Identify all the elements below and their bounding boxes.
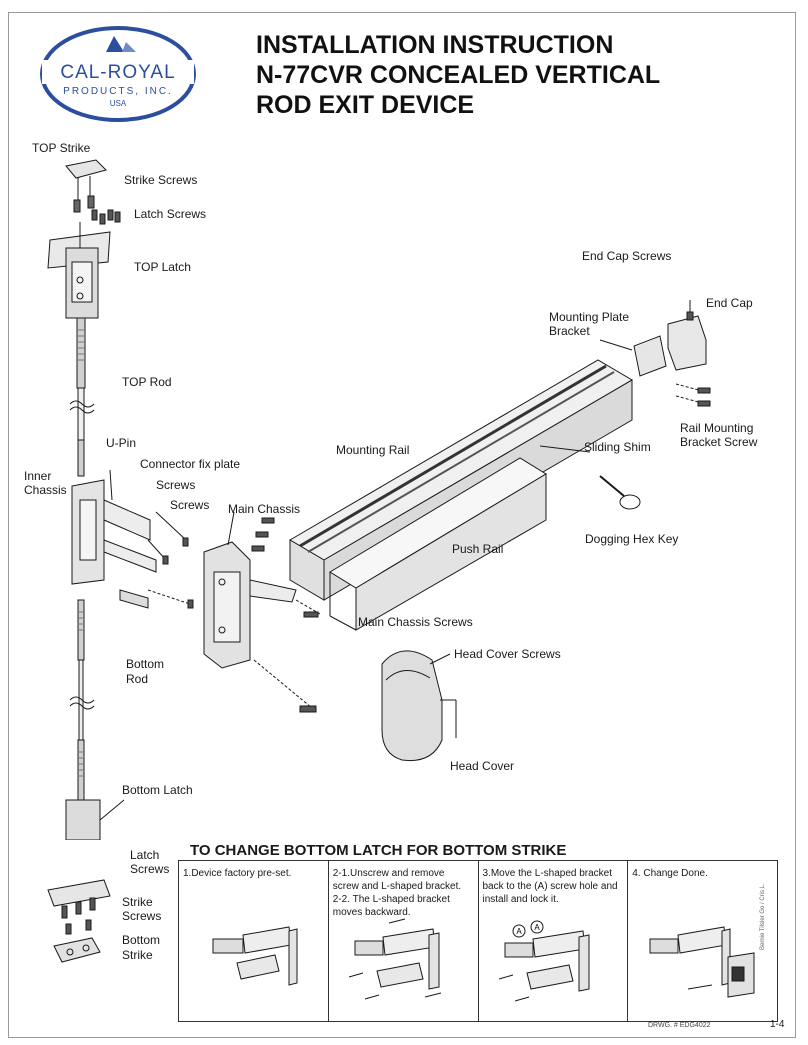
label-strike-screws-b-2: Screws — [122, 909, 162, 923]
label-end-cap: End Cap — [706, 296, 753, 310]
callout-a-2: A — [534, 923, 540, 932]
title-line-3: ROD EXIT DEVICE — [256, 91, 475, 119]
label-bottom-latch: Bottom Latch — [122, 783, 193, 797]
step-2-illustration — [348, 918, 441, 1000]
step-3: 3.Move the L-shaped bracket back to the … — [479, 861, 629, 1021]
step-4-illustration — [649, 926, 755, 998]
page-title: INSTALLATION INSTRUCTION N-77CVR CONCEAL… — [256, 30, 660, 120]
dogging-hex-key-part — [599, 475, 641, 510]
step-1-illustration — [212, 926, 298, 986]
mounting-plate-bracket-part — [599, 335, 711, 407]
exploded-view-drawing — [47, 159, 711, 840]
logo-brand: CAL-ROYAL — [60, 62, 175, 83]
top-strike-part — [65, 159, 107, 213]
label-u-pin: U-Pin — [106, 436, 137, 450]
label-bottom-rod-1: Bottom — [126, 657, 165, 671]
top-latch-part — [47, 222, 111, 319]
mounting-rail-part — [289, 359, 633, 631]
label-end-cap-screws: End Cap Screws — [582, 249, 672, 263]
label-mounting-plate-2: Bracket — [549, 324, 590, 338]
label-connector-fix-plate: Connector fix plate — [140, 457, 241, 471]
top-rod-part — [69, 317, 95, 477]
company-logo: CAL-ROYAL PRODUCTS, INC. USA — [40, 26, 196, 122]
label-top-strike: TOP Strike — [32, 141, 91, 155]
label-latch-screws-b-1: Latch — [130, 848, 160, 862]
page-number: 1-4 — [770, 1019, 785, 1030]
title-line-2: N-77CVR CONCEALED VERTICAL — [256, 61, 661, 89]
step-4-text: 4. Change Done. — [632, 868, 708, 879]
label-screws-1: Screws — [156, 478, 196, 492]
drawing-number: DRWG. # EDG4022 — [648, 1022, 711, 1029]
label-inner-chassis-1: Inner — [24, 469, 52, 483]
page-border — [8, 12, 796, 1038]
bottom-strike-drawing — [47, 879, 111, 963]
callout-a-1: A — [516, 927, 522, 936]
label-latch-screws: Latch Screws — [134, 207, 207, 221]
step-2-text: 2-1.Unscrew and remove screw and L-shape… — [332, 868, 462, 918]
label-bottom-strike-1: Bottom — [122, 933, 161, 947]
label-latch-screws-b-2: Screws — [130, 862, 170, 876]
label-push-rail: Push Rail — [452, 542, 504, 556]
head-cover-part — [381, 650, 457, 762]
latch-screws-part — [91, 209, 121, 225]
change-section-title: TO CHANGE BOTTOM LATCH FOR BOTTOM STRIKE — [190, 842, 567, 859]
step-3-illustration: A A — [498, 920, 589, 1002]
label-head-cover-screws: Head Cover Screws — [454, 647, 561, 661]
label-head-cover: Head Cover — [450, 759, 515, 773]
sliding-shim-part — [539, 445, 591, 453]
logo-sub: PRODUCTS, INC. — [63, 86, 173, 97]
label-screws-2: Screws — [170, 498, 210, 512]
logo-country: USA — [110, 99, 127, 108]
label-strike-screws: Strike Screws — [124, 173, 198, 187]
inner-chassis-part — [71, 469, 194, 609]
step-1-text: 1.Device factory pre-set. — [183, 868, 292, 879]
label-sliding-shim: Sliding Shim — [584, 440, 651, 454]
label-main-chassis: Main Chassis — [228, 502, 301, 516]
label-dogging-hex-key: Dogging Hex Key — [585, 532, 679, 546]
label-bottom-rod-2: Rod — [126, 672, 149, 686]
step-2: 2-1.Unscrew and remove screw and L-shape… — [329, 861, 479, 1021]
label-top-rod: TOP Rod — [122, 375, 172, 389]
step-4: 4. Change Done. — [628, 861, 777, 1021]
main-chassis-part — [203, 511, 321, 713]
side-note: Bernie Tilsler Go / Cris L. — [760, 883, 766, 950]
end-cap-part — [667, 300, 707, 371]
step-3-text: 3.Move the L-shaped bracket back to the … — [482, 868, 618, 905]
label-mounting-plate-1: Mounting Plate — [549, 310, 630, 324]
label-bottom-strike-2: Strike — [122, 948, 153, 962]
bottom-latch-part — [65, 799, 125, 840]
change-steps-table: 1.Device factory pre-set. 2-1.Unscrew an… — [178, 860, 778, 1022]
label-rail-mounting-2: Bracket Screw — [680, 435, 758, 449]
label-mounting-rail: Mounting Rail — [336, 443, 410, 457]
bottom-rod-part — [69, 599, 95, 801]
label-main-chassis-screws: Main Chassis Screws — [358, 615, 473, 629]
label-rail-mounting-1: Rail Mounting — [680, 421, 754, 435]
label-inner-chassis-2: Chassis — [24, 483, 67, 497]
label-top-latch: TOP Latch — [134, 260, 191, 274]
title-line-1: INSTALLATION INSTRUCTION — [256, 31, 614, 59]
label-strike-screws-b-1: Strike — [122, 895, 153, 909]
step-1: 1.Device factory pre-set. — [179, 861, 329, 1021]
